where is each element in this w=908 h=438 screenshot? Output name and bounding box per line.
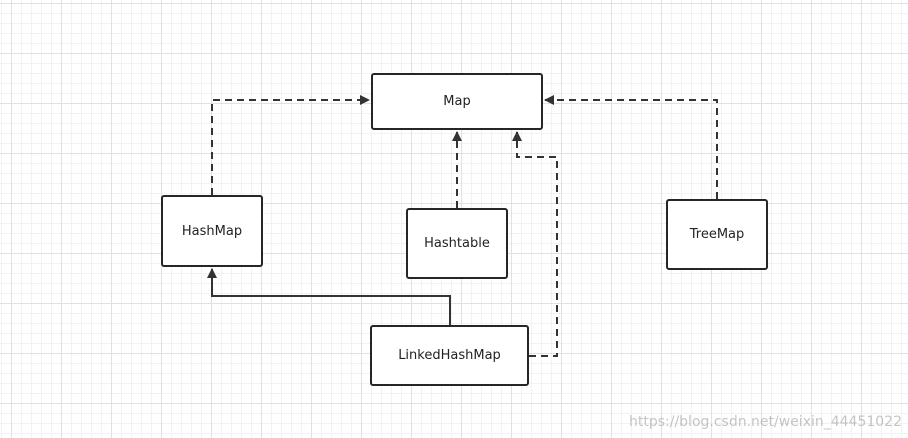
edge-linkedhashmap-to-map bbox=[512, 131, 558, 357]
node-linkedhashmap-label: LinkedHashMap bbox=[398, 348, 501, 363]
watermark: https://blog.csdn.net/weixin_44451022 bbox=[628, 414, 902, 430]
edge-linkedhashmap-to-hashmap bbox=[207, 268, 451, 325]
node-hashmap-label: HashMap bbox=[181, 223, 243, 239]
node-linkedhashmap[interactable]: LinkedHashMap bbox=[370, 325, 529, 386]
node-map[interactable]: Map bbox=[371, 73, 543, 130]
node-treemap-label: TreeMap bbox=[689, 227, 745, 242]
edge-treemap-to-map bbox=[544, 95, 718, 199]
node-hashtable-label: Hashtable bbox=[424, 236, 490, 251]
node-hashtable[interactable]: Hashtable bbox=[406, 208, 508, 279]
node-hashmap[interactable]: HashMap bbox=[161, 195, 263, 267]
edge-hashmap-to-map bbox=[211, 95, 370, 195]
node-treemap[interactable]: TreeMap bbox=[666, 199, 768, 270]
node-map-label: Map bbox=[443, 94, 471, 109]
